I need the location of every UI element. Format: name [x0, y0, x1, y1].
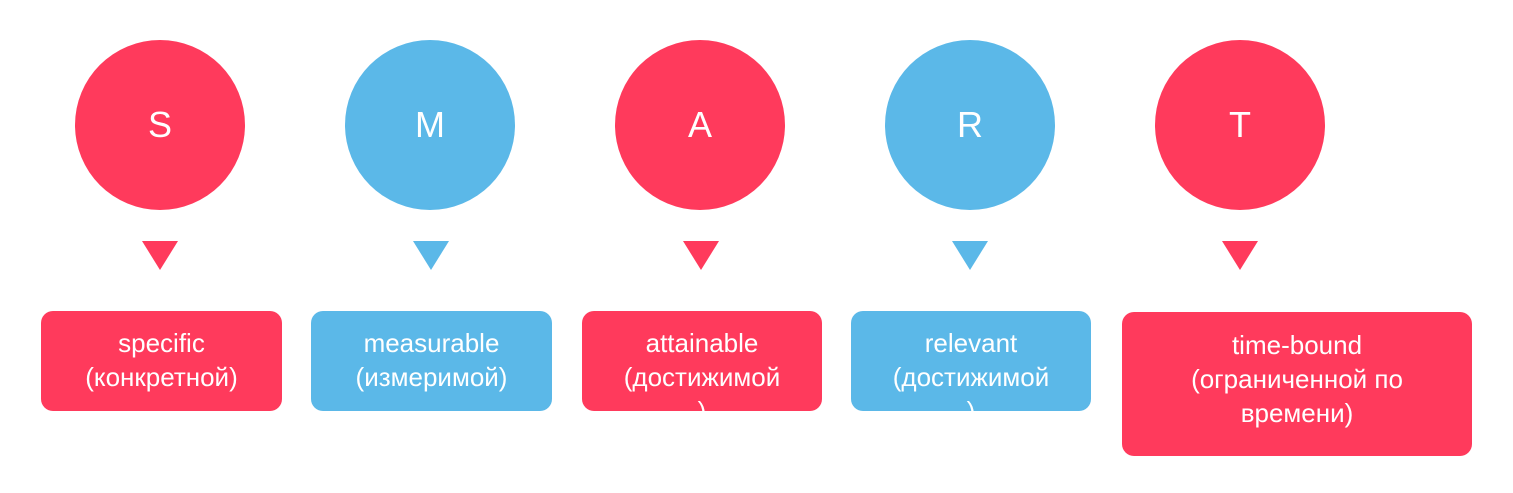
letter-s: S: [147, 104, 172, 145]
box-line-2: (измеримой): [355, 362, 508, 392]
circle-t: T: [1155, 40, 1325, 210]
box-line-1: relevant: [924, 328, 1018, 358]
box-specific: specific (конкретной): [41, 311, 282, 411]
box-time-bound: time-bound (ограниченной по времени): [1122, 312, 1472, 456]
letter-t: T: [1229, 104, 1251, 145]
circle-a: A: [615, 40, 785, 210]
box-line-1: time-bound: [1231, 330, 1363, 360]
box-line-2: (достижимой: [623, 362, 781, 392]
arrow-down-icon: [683, 241, 719, 270]
box-attainable: attainable (достижимой ): [582, 311, 822, 411]
box-line-1: specific: [118, 328, 205, 358]
box-line-1: attainable: [645, 328, 759, 358]
box-measurable: measurable (измеримой): [311, 311, 552, 411]
letter-a: A: [687, 104, 712, 145]
circle-s: S: [75, 40, 245, 210]
circle-r: R: [885, 40, 1055, 210]
letter-r: R: [957, 104, 983, 145]
arrow-down-icon: [1222, 241, 1258, 270]
box-line-3: ): [966, 396, 976, 411]
box-line-2: (ограниченной по: [1191, 364, 1403, 394]
box-line-1: measurable: [363, 328, 500, 358]
box-line-3: ): [697, 396, 707, 411]
box-line-2: (конкретной): [85, 362, 238, 392]
box-line-3: времени): [1240, 398, 1354, 428]
arrow-down-icon: [413, 241, 449, 270]
box-relevant: relevant (достижимой ): [851, 311, 1091, 411]
box-line-2: (достижимой: [892, 362, 1050, 392]
letter-m: M: [415, 104, 445, 145]
circle-m: M: [345, 40, 515, 210]
arrow-down-icon: [142, 241, 178, 270]
arrow-down-icon: [952, 241, 988, 270]
